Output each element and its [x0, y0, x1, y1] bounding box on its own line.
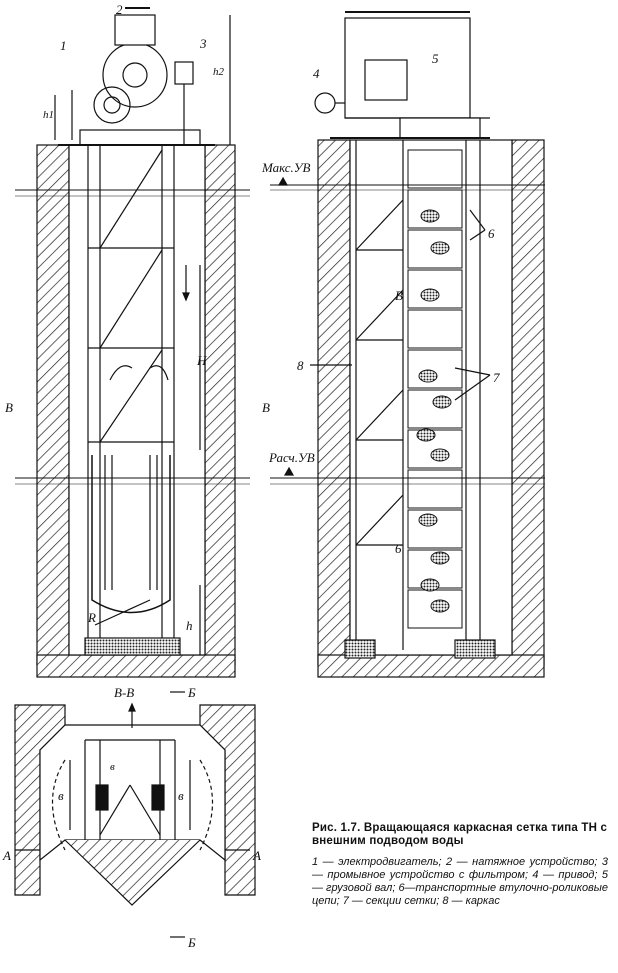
- label-R: R: [87, 610, 96, 625]
- left-view: [15, 7, 250, 678]
- label-5: 5: [432, 51, 439, 66]
- label-h1: h1: [43, 109, 54, 121]
- label-h: h: [186, 618, 193, 633]
- right-wall-right: [511, 139, 545, 666]
- section-bb-view: [14, 691, 256, 938]
- label-calc-level: Расч.УВ: [268, 450, 315, 465]
- washer-symbol: [174, 61, 194, 85]
- label-1: 1: [60, 38, 67, 53]
- section-bb-hopper: [64, 839, 201, 906]
- drive-wheel-symbol: [102, 42, 168, 108]
- label-8: 8: [297, 358, 304, 373]
- left-wall-right: [204, 144, 236, 666]
- left-wall-left: [36, 144, 70, 666]
- label-section-b-top: Б: [187, 685, 196, 700]
- label-dim-V-right: в: [178, 788, 184, 803]
- right-wall-left: [317, 139, 351, 666]
- label-6b: 6: [395, 541, 402, 556]
- label-dim-v-left: в: [58, 788, 64, 803]
- label-section-B-right: В: [262, 400, 270, 415]
- label-section-A-right: А: [252, 848, 261, 863]
- label-max-level: Макс.УВ: [261, 160, 310, 175]
- label-6a: 6: [488, 226, 495, 241]
- label-section-BB: В-В: [114, 685, 134, 700]
- label-section-A-left: А: [2, 848, 11, 863]
- label-7: 7: [493, 370, 500, 385]
- label-section-B-left: В: [5, 400, 13, 415]
- label-dim-v-inner: в: [110, 761, 115, 773]
- label-section-v: В: [395, 288, 403, 303]
- screen-sections: [407, 149, 463, 629]
- right-view: [270, 11, 545, 678]
- label-h2: h2: [213, 66, 225, 78]
- caption-legend: 1 — электродвигатель; 2 — натяжное устро…: [312, 856, 609, 907]
- label-2: 2: [116, 2, 123, 17]
- left-floor: [36, 654, 236, 678]
- label-3: 3: [199, 36, 207, 51]
- figure-caption: Рис. 1.7. Вращающаяся каркасная сетка ти…: [312, 822, 608, 908]
- label-4: 4: [313, 66, 320, 81]
- labels: 1 2 3 h1 h2 H h R В В 4 5 6 6 7 8 В Макс…: [2, 2, 500, 950]
- label-H: H: [196, 353, 207, 368]
- motor-symbol: [93, 86, 131, 124]
- label-section-b-bottom: Б: [187, 935, 196, 950]
- caption-title: Рис. 1.7. Вращающаяся каркасная сетка ти…: [312, 822, 608, 847]
